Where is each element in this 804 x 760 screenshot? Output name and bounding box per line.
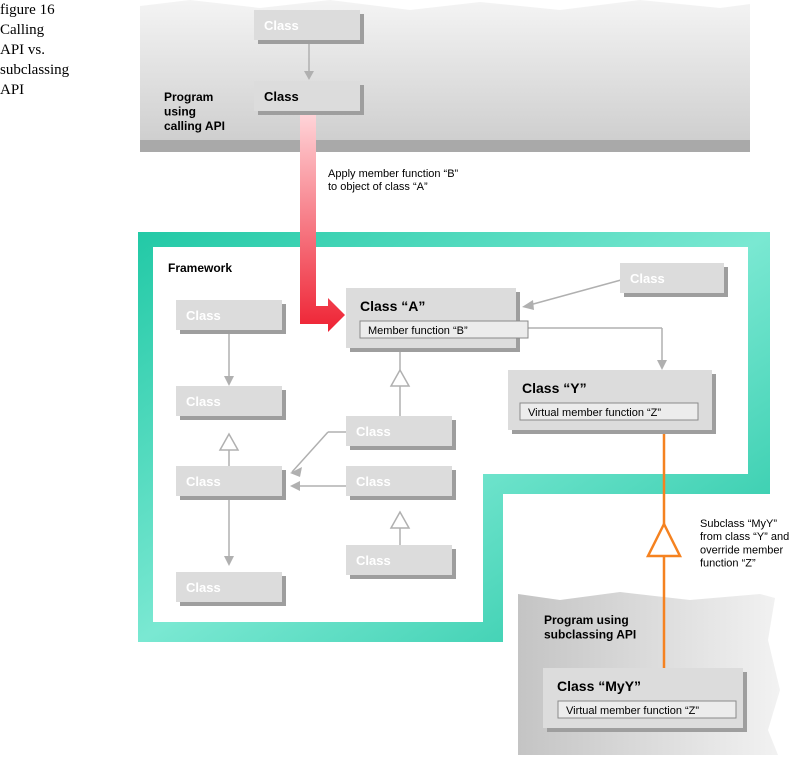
class-y-box: Class “Y” Virtual member function “Z” xyxy=(508,370,716,434)
class-label: Class xyxy=(264,89,299,104)
class-box-calling: Class xyxy=(254,81,364,115)
class-label: Class xyxy=(356,553,391,568)
class-title: Class “A” xyxy=(360,298,425,314)
class-box-top: Class xyxy=(254,10,364,44)
class-label: Class xyxy=(186,308,221,323)
class-box-fw-2: Class xyxy=(176,386,286,420)
class-label: Class xyxy=(630,271,665,286)
framework-label: Framework xyxy=(168,261,232,275)
call-arrow xyxy=(300,112,345,332)
class-label: Class xyxy=(356,424,391,439)
class-box-fw-1: Class xyxy=(176,300,286,334)
class-myy-box: Class “MyY” Virtual member function “Z” xyxy=(543,668,747,732)
class-box-fw-6: Class xyxy=(346,466,456,500)
class-a-box: Class “A” Member function “B” xyxy=(346,288,529,352)
figure-caption: figure 16 Calling API vs. subclassing AP… xyxy=(0,2,70,98)
class-label: Class xyxy=(186,580,221,595)
inheritance-triangles xyxy=(218,368,411,529)
member-function-label: Member function “B” xyxy=(368,325,468,337)
framework-connectors xyxy=(228,40,663,564)
class-title: Class “MyY” xyxy=(557,678,641,694)
arrowheads xyxy=(224,71,667,566)
class-label: Class xyxy=(186,474,221,489)
call-note: Apply member function “B”to object of cl… xyxy=(328,168,459,193)
class-box-fw-7: Class xyxy=(346,545,456,579)
class-box-fw-3: Class xyxy=(176,466,286,500)
subclass-arrow xyxy=(645,430,683,668)
member-function-label: Virtual member function “Z” xyxy=(566,705,699,717)
class-label: Class xyxy=(186,394,221,409)
class-title: Class “Y” xyxy=(522,380,587,396)
class-box-fw-5: Class xyxy=(346,416,456,450)
class-box-fw-4: Class xyxy=(176,572,286,606)
class-label: Class xyxy=(356,474,391,489)
class-label: Class xyxy=(264,18,299,33)
member-function-label: Virtual member function “Z” xyxy=(528,407,661,419)
class-box-external: Class xyxy=(620,263,728,297)
calling-program-region xyxy=(140,0,750,152)
